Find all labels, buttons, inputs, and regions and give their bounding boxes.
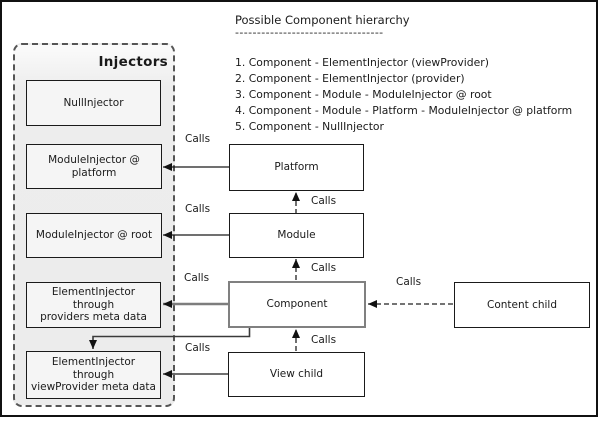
node-elementinjector-viewprovider: ElementInjector through viewProvider met… [26, 351, 161, 399]
hierarchy-item: 4. Component - Module - Platform - Modul… [235, 104, 573, 117]
node-module: Module [229, 213, 364, 258]
node-label: View child [269, 368, 324, 381]
arrow-component-to-elementinjector-viewprovider [89, 325, 251, 349]
node-elementinjector-providers: ElementInjector through providers meta d… [26, 282, 161, 328]
node-label: Content child [486, 298, 558, 311]
calls-label-module-platform: Calls [311, 195, 337, 207]
node-label: Platform [274, 161, 319, 174]
calls-label-viewchild: Calls [185, 342, 211, 354]
node-label: ModuleInjector @ platform [48, 153, 140, 179]
node-moduleinjector-platform: ModuleInjector @ platform [26, 144, 162, 189]
node-content-child: Content child [454, 282, 590, 328]
hierarchy-title: Possible Component hierarchy [235, 13, 410, 27]
node-component: Component [228, 281, 366, 328]
node-label: ElementInjector through viewProvider met… [31, 355, 156, 394]
hierarchy-item: 5. Component - NullInjector [235, 120, 384, 133]
node-label: ElementInjector through providers meta d… [40, 285, 147, 324]
node-moduleinjector-root: ModuleInjector @ root [26, 213, 162, 258]
calls-label-module: Calls [185, 203, 211, 215]
node-label: Component [266, 298, 328, 311]
hierarchy-item: 1. Component - ElementInjector (viewProv… [235, 56, 489, 69]
node-platform: Platform [229, 144, 364, 191]
calls-label-contentchild-component: Calls [396, 276, 422, 288]
calls-label-viewchild-component: Calls [311, 334, 337, 346]
calls-label-component-module: Calls [311, 262, 337, 274]
node-label: Module [277, 229, 316, 242]
hierarchy-list: 1. Component - ElementInjector (viewProv… [235, 55, 572, 135]
node-nullinjector: NullInjector [26, 80, 161, 126]
node-view-child: View child [228, 352, 365, 397]
injectors-panel-title: Injectors [98, 54, 168, 70]
node-label: ModuleInjector @ root [35, 229, 153, 242]
hierarchy-underline: ---------------------------------- [235, 26, 384, 39]
calls-label-platform: Calls [185, 133, 211, 145]
hierarchy-item: 2. Component - ElementInjector (provider… [235, 72, 465, 85]
hierarchy-item: 3. Component - Module - ModuleInjector @… [235, 88, 492, 101]
calls-label-component-providers: Calls [184, 272, 210, 284]
node-label: NullInjector [63, 96, 124, 109]
